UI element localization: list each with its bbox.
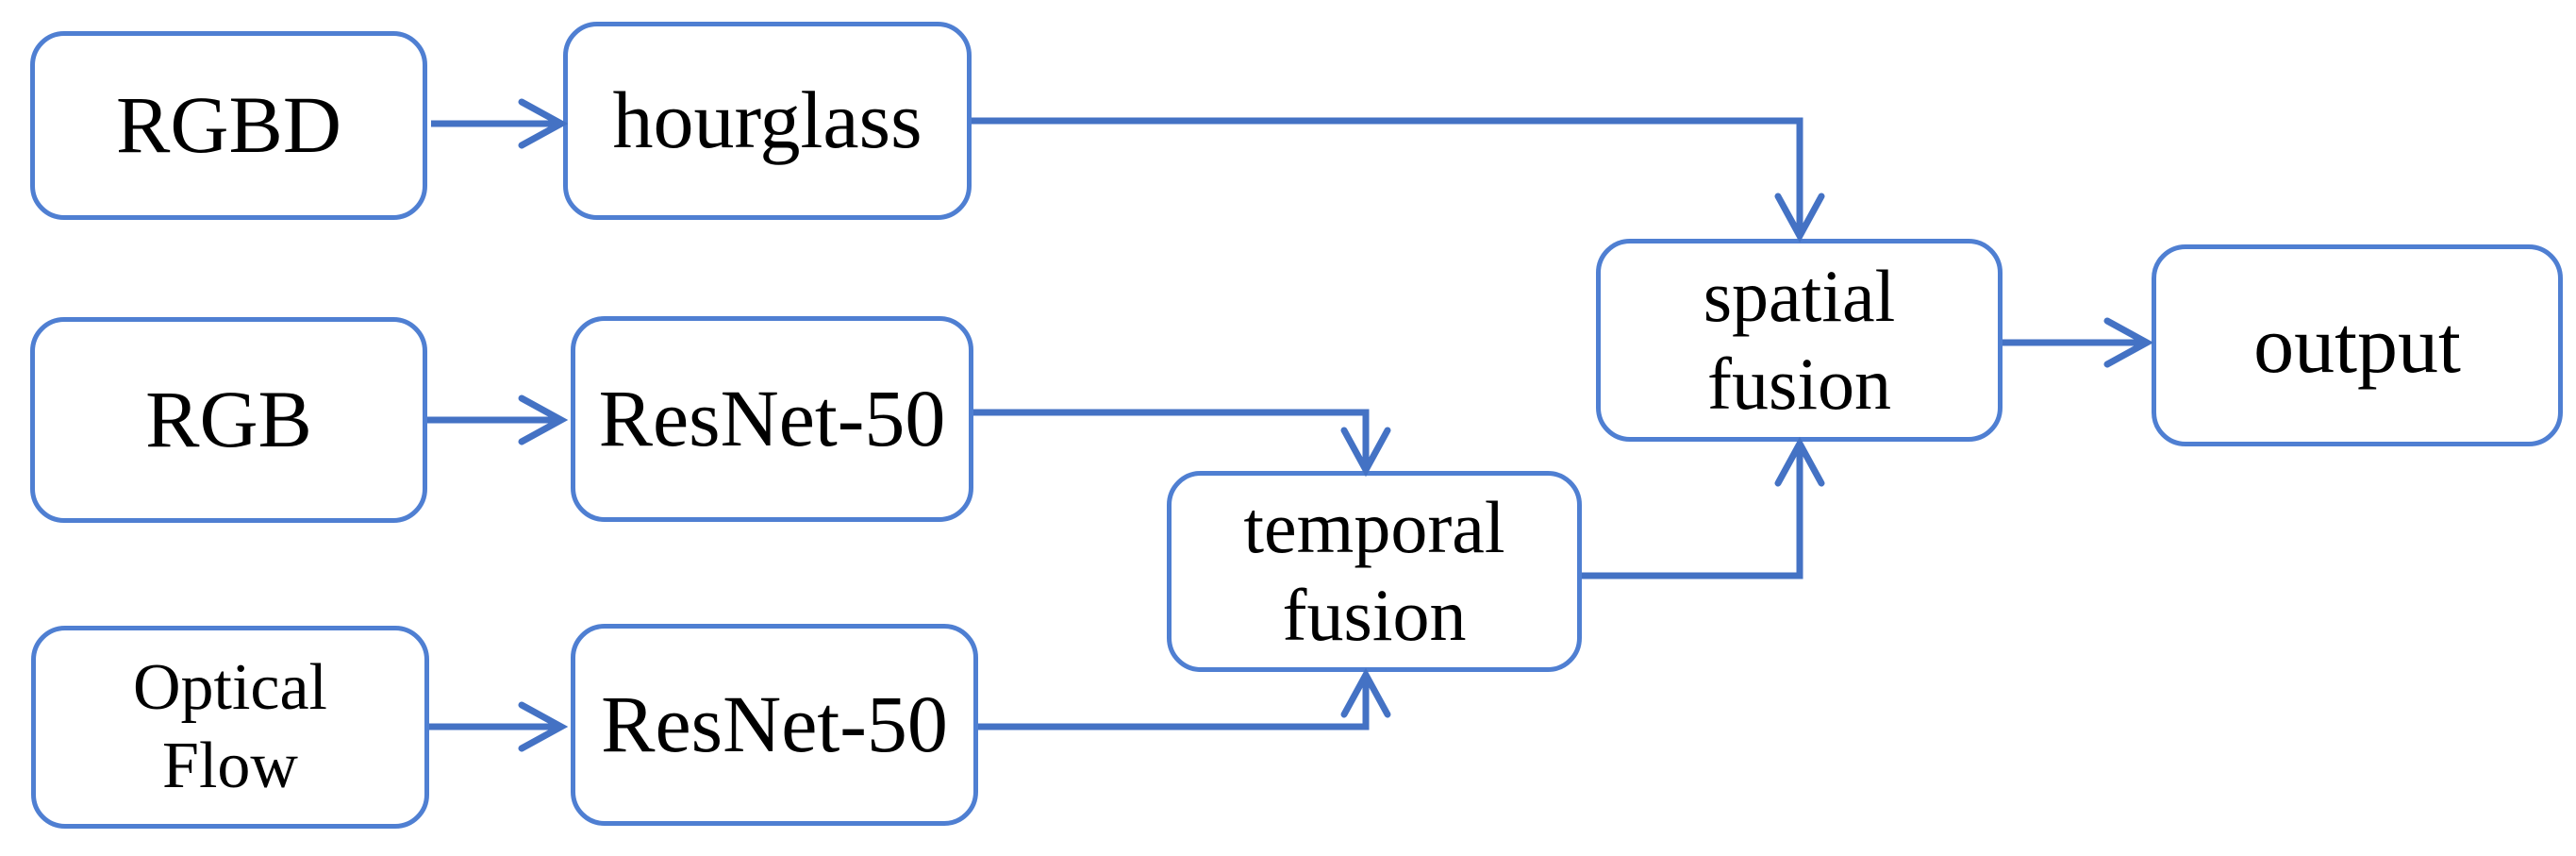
node-rgbd-label: RGBD: [116, 79, 341, 171]
node-optical-flow-label-line2: Flow: [162, 729, 298, 802]
node-temporal-fusion-label-line2: fusion: [1282, 573, 1467, 656]
edge-resnet50-temporal-fusion-bottom: [978, 679, 1370, 730]
node-rgb: RGB: [30, 317, 427, 523]
node-spatial-fusion-label-line1: spatial: [1703, 255, 1896, 338]
edge-temporal-fusion-spatial-fusion: [1582, 447, 1803, 579]
node-output-label: output: [2253, 299, 2461, 391]
node-hourglass: hourglass: [563, 22, 972, 220]
node-output: output: [2152, 244, 2563, 446]
arrowhead-resnet50-temporal-fusion-top: [1340, 427, 1391, 478]
node-optical-flow: Optical Flow: [31, 626, 429, 829]
arrowhead-optical-flow-resnet50: [518, 701, 569, 752]
node-spatial-fusion-label-line2: fusion: [1707, 342, 1891, 425]
node-rgb-label: RGB: [145, 374, 312, 465]
node-resnet50-rgb-branch: ResNet-50: [571, 316, 973, 522]
node-optical-flow-label-line1: Optical: [132, 650, 328, 724]
arrowhead-temporal-fusion-spatial-fusion: [1774, 436, 1825, 487]
edge-resnet50-temporal-fusion-top: [973, 409, 1370, 466]
node-resnet50-rgb-branch-label: ResNet-50: [598, 373, 946, 464]
node-resnet50-flow-branch: ResNet-50: [571, 624, 978, 826]
node-temporal-fusion-label-line1: temporal: [1243, 486, 1505, 569]
arrowhead-rgb-resnet50: [518, 394, 569, 445]
node-hourglass-label: hourglass: [612, 75, 922, 166]
arrowhead-rgbd-hourglass: [518, 98, 569, 149]
edge-hourglass-spatial-fusion: [972, 117, 1803, 232]
arrowhead-spatial-fusion-output: [2103, 317, 2154, 368]
arrowhead-hourglass-spatial-fusion: [1774, 193, 1825, 243]
arrowhead-resnet50-temporal-fusion-bottom: [1340, 667, 1391, 718]
node-resnet50-flow-branch-label: ResNet-50: [601, 679, 948, 770]
node-spatial-fusion: spatial fusion: [1596, 239, 2003, 442]
node-rgbd: RGBD: [30, 31, 427, 220]
node-temporal-fusion: temporal fusion: [1167, 471, 1582, 672]
